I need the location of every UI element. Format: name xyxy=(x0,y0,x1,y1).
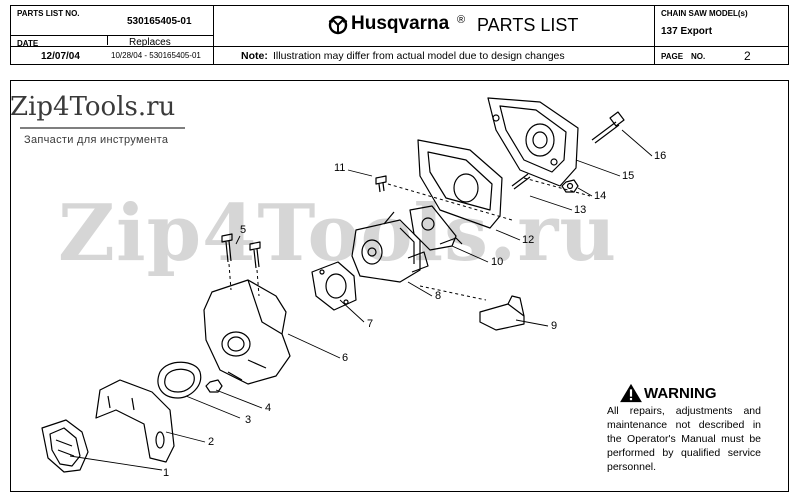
callout-10: 10 xyxy=(491,256,504,268)
husqvarna-logo-icon xyxy=(328,15,348,35)
watermark-large: Zip4Tools.ru xyxy=(58,188,618,279)
part-15-filter-cover xyxy=(487,97,579,187)
callout-13: 13 xyxy=(574,204,587,216)
part-6-housing xyxy=(203,279,291,385)
part-11-screw xyxy=(375,175,387,193)
callout-9: 9 xyxy=(551,320,558,332)
divider xyxy=(11,35,213,36)
note-text: Illustration may differ from actual mode… xyxy=(273,50,565,62)
registered-mark: ® xyxy=(457,14,466,26)
part-9-lever xyxy=(479,295,525,331)
part-13-stud xyxy=(511,173,531,190)
callout-11: 11 xyxy=(334,162,346,174)
part-8-carburetor xyxy=(351,211,429,283)
logo-underline xyxy=(20,127,185,129)
callout-1: 1 xyxy=(163,467,170,479)
parts-list-no: 530165405-01 xyxy=(127,16,192,27)
divider xyxy=(107,35,108,45)
page-label: PAGE xyxy=(661,52,684,61)
callout-5: 5 xyxy=(240,224,247,236)
warning-title: WARNING xyxy=(644,385,717,402)
part-4-nut xyxy=(205,379,223,393)
brand-name: Husqvarna xyxy=(351,13,450,34)
part-12-filter xyxy=(417,139,503,229)
part-3-boot xyxy=(157,361,202,399)
site-tagline: Запчасти для инструмента xyxy=(24,134,169,146)
date-value: 12/07/04 xyxy=(41,51,80,62)
callout-4: 4 xyxy=(265,402,272,414)
callout-14: 14 xyxy=(594,190,607,202)
part-2-bracket xyxy=(95,379,175,463)
callout-6: 6 xyxy=(342,352,349,364)
warning-text: All repairs, adjustments and maintenance… xyxy=(607,405,761,473)
note-label: Note: xyxy=(241,50,268,62)
warning-triangle-icon xyxy=(620,383,642,403)
part-7-gasket xyxy=(311,261,357,311)
model-label: CHAIN SAW MODEL(s) xyxy=(661,9,748,18)
site-logo: Zip4Tools.ru xyxy=(10,92,176,122)
replaces-value: 10/28/04 - 530165405-01 xyxy=(111,51,201,60)
page-number: 2 xyxy=(744,49,751,63)
part-16-bolt xyxy=(591,111,625,144)
callout-2: 2 xyxy=(208,436,215,448)
part-5-screws xyxy=(221,233,261,269)
parts-list-no-label: PARTS LIST NO. xyxy=(17,9,80,18)
callout-7: 7 xyxy=(367,318,374,330)
doc-title: PARTS LIST xyxy=(477,15,579,35)
divider xyxy=(213,6,214,64)
model-value: 137 Export xyxy=(661,26,713,37)
callout-15: 15 xyxy=(622,170,635,182)
callout-8: 8 xyxy=(435,290,442,302)
part-10-bracket xyxy=(409,205,463,251)
header-table: PARTS LIST NO. 530165405-01 DATE 12/07/0… xyxy=(10,5,789,65)
divider xyxy=(11,46,788,47)
diagram-frame xyxy=(10,80,789,492)
date-label: DATE xyxy=(17,39,39,48)
callout-12: 12 xyxy=(522,234,535,246)
callout-16: 16 xyxy=(654,150,667,162)
divider xyxy=(654,6,655,64)
callout-3: 3 xyxy=(245,414,252,426)
replaces-label: Replaces xyxy=(129,37,171,48)
page-no-label: NO. xyxy=(691,52,706,61)
part-1-cover xyxy=(41,419,89,473)
part-14-nut xyxy=(561,179,579,193)
